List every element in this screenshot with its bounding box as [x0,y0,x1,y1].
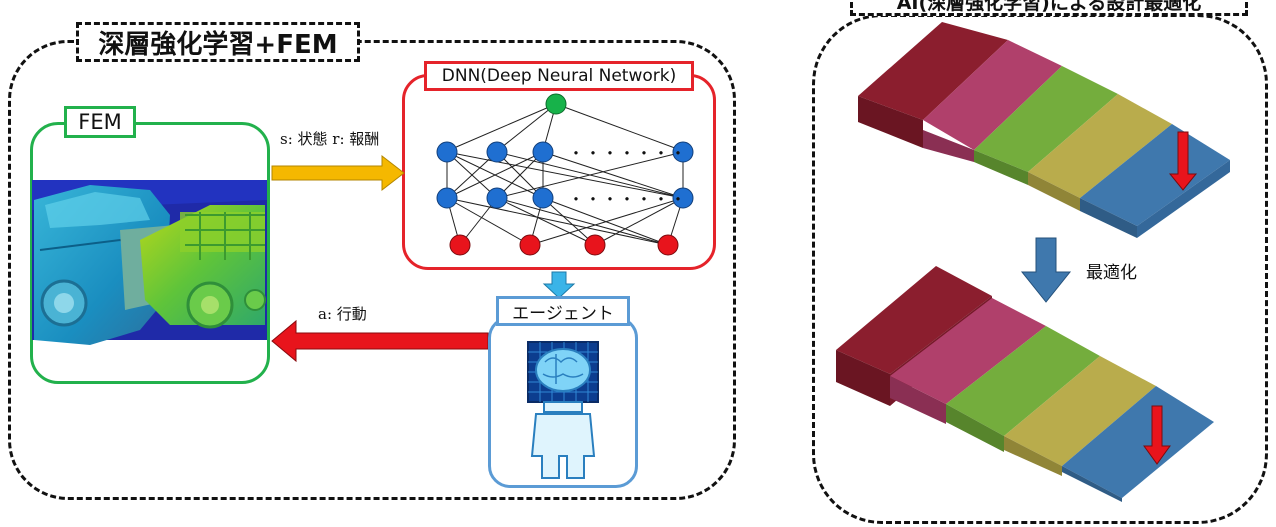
dnn-box [402,74,716,270]
dnn-label: DNN(Deep Neural Network) [424,61,694,91]
state-reward-label: s: 状態 r: 報酬 [280,130,380,148]
fem-box [30,122,270,384]
design-optimization-panel [812,14,1268,524]
design-optimization-title: AI(深層強化学習)による設計最適化 [850,0,1248,16]
layer1-ellipsis: ・・・・・・・ [568,144,688,163]
design-optimization-title-text: AI(深層強化学習)による設計最適化 [896,0,1202,14]
rl-fem-panel [8,40,736,500]
layer2-ellipsis: ・・・・・・・ [568,190,688,209]
agent-label: エージェント [496,296,630,326]
optimize-label: 最適化 [1086,263,1137,283]
agent-label-text: エージェント [512,303,614,324]
rl-fem-title: 深層強化学習+FEM [76,22,360,62]
action-label: a: 行動 [318,305,367,323]
fem-label-text: FEM [78,110,122,134]
dnn-label-text: DNN(Deep Neural Network) [441,66,677,86]
rl-fem-title-text: 深層強化学習+FEM [98,29,338,60]
fem-label: FEM [64,106,136,138]
agent-box [488,316,638,488]
